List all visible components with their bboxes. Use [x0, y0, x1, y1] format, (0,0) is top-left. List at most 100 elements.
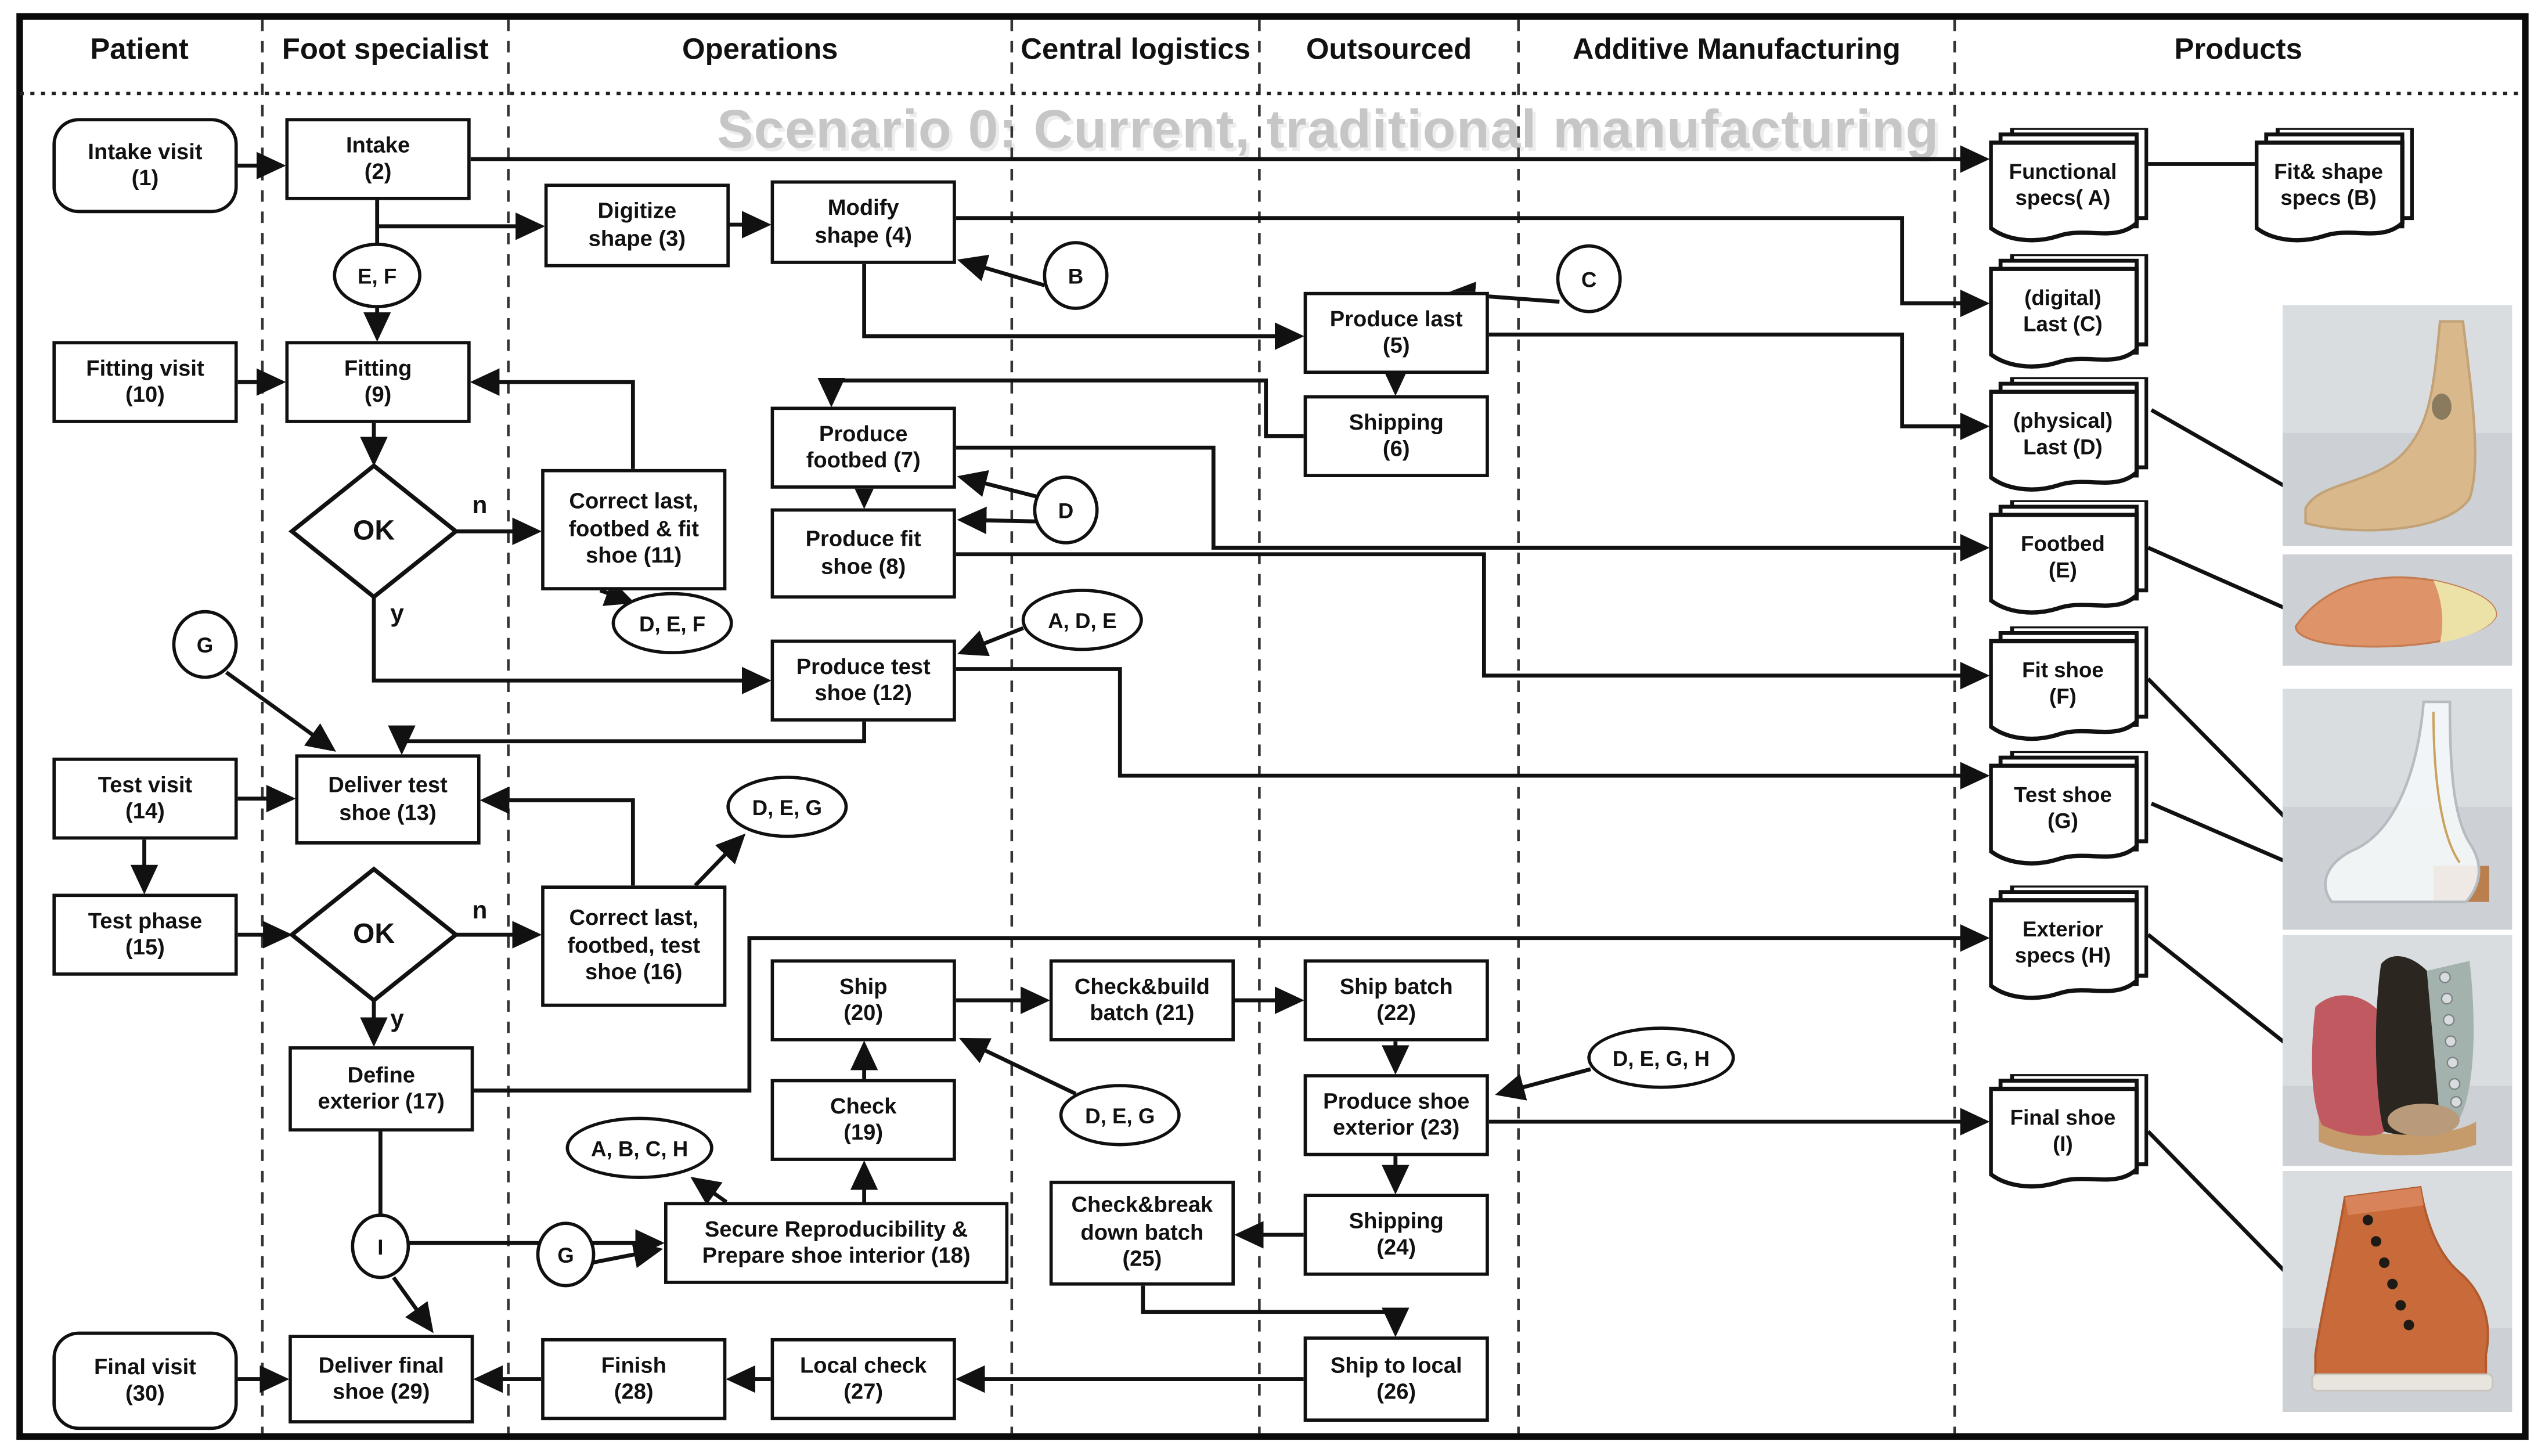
photo-multicolor-boot-art: [2282, 935, 2512, 1166]
photo-transparent-test-shoe: [2282, 689, 2512, 930]
product-doc-exterior-specs: Exterior specs (H): [1988, 883, 2149, 1003]
edge-correct16-to-deg-upper: [694, 833, 746, 887]
wooden-last-shape: [2304, 320, 2476, 532]
product-label-doc-exterior-specs: Exterior specs (H): [2014, 917, 2111, 968]
product-doc-digital-last: (digital) Last (C): [1988, 252, 2149, 372]
product-doc-functional-specs: Functional specs( A): [1988, 125, 2149, 246]
connector-ref-c: C: [1556, 244, 1622, 313]
decision-ok-fitting: [288, 463, 460, 600]
lane-header-operations: Operations: [682, 33, 838, 66]
edge-i-to-deliver-final: [392, 1276, 434, 1334]
edge-produce-test-shoe-to-test-shoe-doc: [956, 667, 1990, 790]
product-doc-physical-last: (physical) Last (D): [1988, 375, 2149, 495]
edge-physical-last-doc-to-photo: [2150, 408, 2290, 491]
connector-ref-degh: D, E, G, H: [1587, 1026, 1735, 1089]
document-stack-icon: [2254, 125, 2414, 243]
orange-boot-shape: [2314, 1185, 2489, 1376]
node-check-build-batch: Check&build batch (21): [1049, 959, 1235, 1041]
diagram-border: [16, 13, 2529, 1440]
edge-correct16-to-deliver-test-shoe: [480, 786, 635, 886]
document-stack-icon: [1988, 125, 2149, 243]
product-label-doc-fit-shape-specs: Fit& shape specs (B): [2274, 160, 2383, 210]
photo-multicolor-boot: [2282, 935, 2512, 1166]
node-secure-18: Secure Reproducibility & Prepare shoe in…: [664, 1202, 1009, 1284]
decision-label-ok-fitting: OK: [353, 514, 395, 546]
photo-footbed-insole-art: [2282, 554, 2512, 666]
node-shipping-6: Shipping (6): [1303, 395, 1489, 477]
edge-produce-last-to-physical-last: [1488, 332, 1990, 441]
node-check-break-batch: Check&break down batch (25): [1049, 1180, 1235, 1286]
watermark-title: Scenario 0: Current, traditional manufac…: [717, 98, 1940, 159]
node-check-19: Check (19): [770, 1079, 956, 1161]
product-doc-fit-shape-specs: Fit& shape specs (B): [2254, 125, 2414, 246]
node-produce-footbed: Produce footbed (7): [770, 406, 956, 489]
node-test-visit: Test visit (14): [52, 758, 238, 840]
edge-define-exterior-to-exterior-specs: [474, 924, 1990, 1093]
edge-produce-test-shoe-to-deliver-test-shoe: [388, 721, 867, 755]
connector-ref-ef: E, F: [333, 243, 421, 309]
document-stack-icon: [1988, 1072, 2149, 1189]
node-produce-test-shoe: Produce test shoe (12): [770, 639, 956, 722]
node-produce-last: Produce last (5): [1303, 291, 1489, 374]
node-produce-shoe-exterior: Produce shoe exterior (23): [1303, 1074, 1489, 1156]
connector-ref-d: D: [1033, 475, 1099, 545]
node-ship-batch: Ship batch (22): [1303, 959, 1489, 1041]
product-label-doc-fit-shoe: Fit shoe (F): [2022, 658, 2104, 709]
connector-ref-g-test: G: [172, 610, 238, 679]
lane-header-foot-specialist: Foot specialist: [282, 33, 489, 66]
node-correct-16: Correct last, footbed, test shoe (16): [541, 885, 727, 1007]
connector-ref-ade: A, D, E: [1021, 589, 1143, 651]
branch-label-n-2: n: [472, 897, 488, 925]
cork-sole-shape: [2319, 1115, 2476, 1156]
edge-produce-footbed-to-footbed-doc: [956, 445, 1990, 562]
photo-wooden-last-art: [2282, 305, 2512, 546]
node-correct-11: Correct last, footbed & fit shoe (11): [541, 468, 727, 590]
node-ship-20: Ship (20): [770, 959, 956, 1041]
lane-header-products: Products: [2174, 33, 2302, 66]
node-digitize-shape: Digitize shape (3): [544, 183, 730, 268]
connector-ref-def: D, E, F: [611, 592, 733, 655]
document-stack-icon: [1988, 624, 2149, 741]
connector-ref-b: B: [1043, 241, 1109, 310]
product-doc-test-shoe: Test shoe (G): [1988, 749, 2149, 869]
edge-ade-to-produce-test-shoe: [957, 626, 1024, 657]
edge-produce-fit-shoe-to-fit-shoe-doc: [956, 552, 1990, 690]
edge-ok1-y-to-produce-test-shoe: [372, 597, 772, 694]
edge-d-to-produce-footbed: [957, 470, 1039, 499]
branch-label-y-1: y: [390, 600, 404, 628]
photo-orange-boot: [2282, 1170, 2512, 1412]
node-local-check: Local check (27): [770, 1338, 956, 1421]
transparent-test-shoe-shape: [2324, 700, 2481, 903]
node-modify-shape: Modify shape (4): [770, 180, 956, 264]
edge-test-shoe-doc-to-photo: [2150, 801, 2297, 868]
edge-d-to-produce-fit-shoe: [957, 506, 1039, 535]
edge-b-to-modify: [957, 254, 1046, 287]
edge-degh-to-produce-exterior: [1495, 1067, 1591, 1101]
node-test-phase: Test phase (15): [52, 893, 238, 976]
product-label-doc-functional-specs: Functional specs( A): [2009, 160, 2117, 210]
edge-fit-shoe-doc-to-photo: [2146, 677, 2297, 830]
product-doc-fit-shoe: Fit shoe (F): [1988, 624, 2149, 744]
node-deliver-test-shoe: Deliver test shoe (13): [295, 754, 481, 845]
edge-deg-lower-to-ship20: [958, 1037, 1077, 1096]
edge-footbed-doc-to-photo: [2147, 546, 2290, 612]
edge-g-to-deliver-test-shoe: [225, 671, 336, 752]
photo-transparent-test-shoe-art: [2282, 689, 2512, 930]
branch-label-y-3: y: [390, 1005, 404, 1033]
edge-secure18-to-abch: [690, 1177, 728, 1205]
document-stack-icon: [1988, 252, 2149, 369]
node-ship-to-local: Ship to local (26): [1303, 1336, 1489, 1422]
node-intake: Intake (2): [285, 118, 471, 200]
lane-header-outsourced: Outsourced: [1306, 33, 1472, 66]
decision-ok-test: [288, 866, 460, 1003]
lane-header-central-logistics: Central logistics: [1021, 33, 1250, 66]
edge-modify-to-digital-last: [956, 216, 1990, 318]
node-deliver-final-shoe: Deliver final shoe (29): [289, 1335, 474, 1423]
document-stack-icon: [1988, 498, 2149, 615]
product-label-doc-digital-last: (digital) Last (C): [2023, 286, 2103, 337]
node-intake-visit: Intake visit (1): [52, 118, 238, 214]
product-label-doc-final-shoe: Final shoe (I): [2010, 1105, 2116, 1156]
connector-ref-deg-lower: D, E, G: [1059, 1084, 1181, 1147]
